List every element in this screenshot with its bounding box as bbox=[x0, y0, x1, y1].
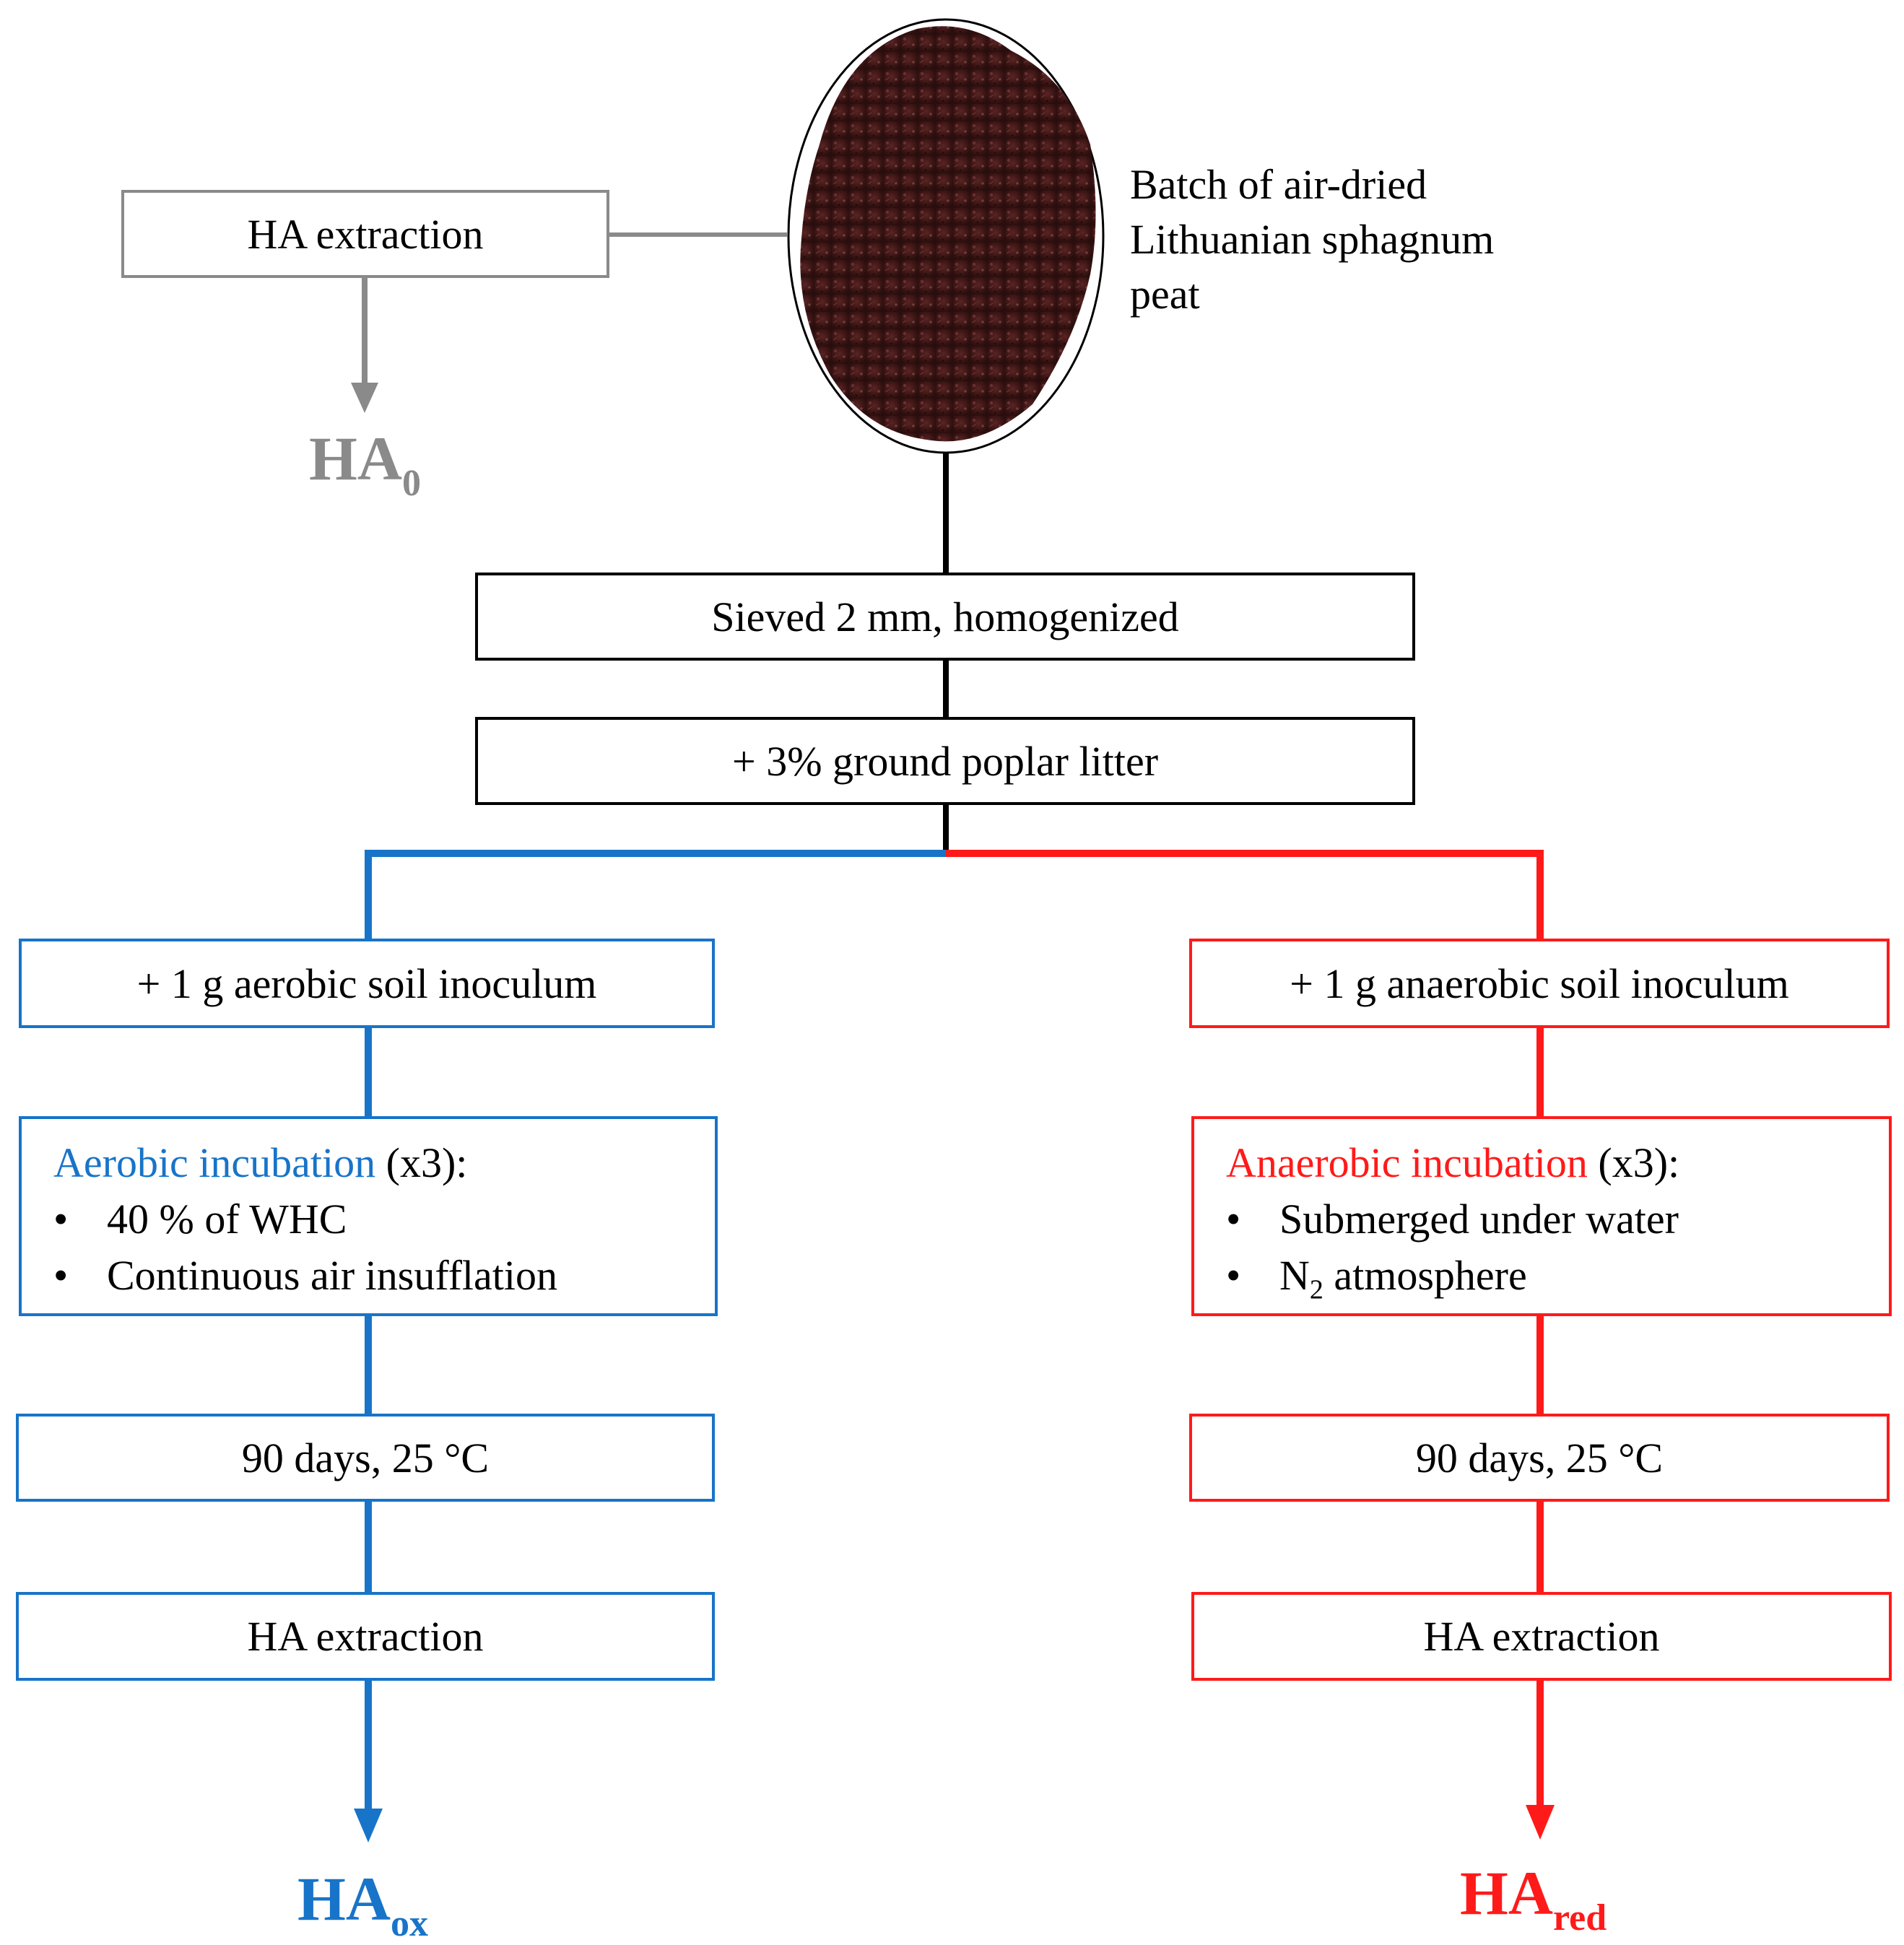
product-hared-main: HA bbox=[1460, 1858, 1553, 1928]
product-haox: HAox bbox=[297, 1863, 428, 1945]
litter-step-label: + 3% ground poplar litter bbox=[731, 737, 1159, 785]
product-hared-sub: red bbox=[1553, 1897, 1607, 1939]
product-haox-sub: ox bbox=[391, 1903, 428, 1944]
anaerobic-condition-2-main: N bbox=[1279, 1252, 1310, 1299]
aerobic-incubation-title: Aerobic incubation bbox=[53, 1139, 376, 1186]
anaerobic-duration-label: 90 days, 25 °C bbox=[1415, 1434, 1664, 1481]
anaerobic-incubation-title: Anaerobic incubation bbox=[1226, 1139, 1588, 1186]
anaerobic-condition-2-sub: 2 bbox=[1309, 1274, 1323, 1305]
connector-red-split bbox=[946, 850, 1544, 939]
product-ha0-sub: 0 bbox=[402, 463, 421, 504]
peat-source-line-3: peat bbox=[1130, 271, 1200, 318]
sieve-step-label: Sieved 2 mm, homogenized bbox=[711, 593, 1179, 640]
aerobic-duration-box: 90 days, 25 °C bbox=[16, 1414, 715, 1502]
control-extraction-label: HA extraction bbox=[247, 210, 484, 258]
product-haox-main: HA bbox=[297, 1864, 391, 1933]
peat-sample-photo bbox=[787, 18, 1105, 454]
aerobic-extraction-label: HA extraction bbox=[247, 1613, 484, 1660]
sieve-step-box: Sieved 2 mm, homogenized bbox=[475, 573, 1415, 661]
control-extraction-box: HA extraction bbox=[121, 190, 609, 278]
aerobic-incubation-box: Aerobic incubation (x3): 40 % of WHC Con… bbox=[19, 1116, 718, 1316]
anaerobic-inoculum-box: + 1 g anaerobic soil inoculum bbox=[1189, 939, 1890, 1028]
arrowhead-gray-icon bbox=[351, 383, 378, 413]
peat-source-line-1: Batch of air-dried bbox=[1130, 161, 1427, 208]
anaerobic-incubation-heading: Anaerobic incubation (x3): bbox=[1226, 1135, 1889, 1191]
anaerobic-extraction-box: HA extraction bbox=[1191, 1592, 1892, 1681]
anaerobic-extraction-label: HA extraction bbox=[1423, 1613, 1660, 1660]
anaerobic-incubation-count: (x3): bbox=[1587, 1139, 1680, 1186]
aerobic-incubation-count: (x3): bbox=[375, 1139, 468, 1186]
anaerobic-condition-1: Submerged under water bbox=[1226, 1191, 1889, 1248]
aerobic-inoculum-label: + 1 g aerobic soil inoculum bbox=[136, 960, 597, 1007]
product-ha0-main: HA bbox=[309, 424, 402, 493]
aerobic-condition-1: 40 % of WHC bbox=[53, 1191, 715, 1248]
aerobic-condition-2: Continuous air insufflation bbox=[53, 1248, 715, 1304]
aerobic-incubation-heading: Aerobic incubation (x3): bbox=[53, 1135, 715, 1191]
arrowhead-blue-icon bbox=[354, 1809, 383, 1842]
peat-source-line-2: Lithuanian sphagnum bbox=[1130, 216, 1495, 263]
peat-texture bbox=[800, 26, 1096, 442]
peat-source-label: Batch of air-dried Lithuanian sphagnum p… bbox=[1130, 157, 1494, 322]
anaerobic-conditions-list: Submerged under water N2 atmosphere bbox=[1226, 1191, 1889, 1318]
arrowhead-red-icon bbox=[1526, 1805, 1555, 1840]
aerobic-extraction-box: HA extraction bbox=[16, 1592, 715, 1681]
litter-step-box: + 3% ground poplar litter bbox=[475, 717, 1415, 805]
product-ha0: HA0 bbox=[309, 422, 421, 505]
anaerobic-duration-box: 90 days, 25 °C bbox=[1189, 1414, 1890, 1502]
connector-blue-split bbox=[365, 850, 946, 939]
product-hared: HAred bbox=[1460, 1857, 1607, 1939]
aerobic-duration-label: 90 days, 25 °C bbox=[241, 1434, 490, 1481]
aerobic-conditions-list: 40 % of WHC Continuous air insufflation bbox=[53, 1191, 715, 1304]
anaerobic-inoculum-label: + 1 g anaerobic soil inoculum bbox=[1290, 960, 1789, 1007]
anaerobic-condition-2-rest: atmosphere bbox=[1323, 1252, 1527, 1299]
anaerobic-condition-2: N2 atmosphere bbox=[1226, 1248, 1889, 1318]
aerobic-inoculum-box: + 1 g aerobic soil inoculum bbox=[19, 939, 715, 1028]
anaerobic-incubation-box: Anaerobic incubation (x3): Submerged und… bbox=[1191, 1116, 1892, 1316]
